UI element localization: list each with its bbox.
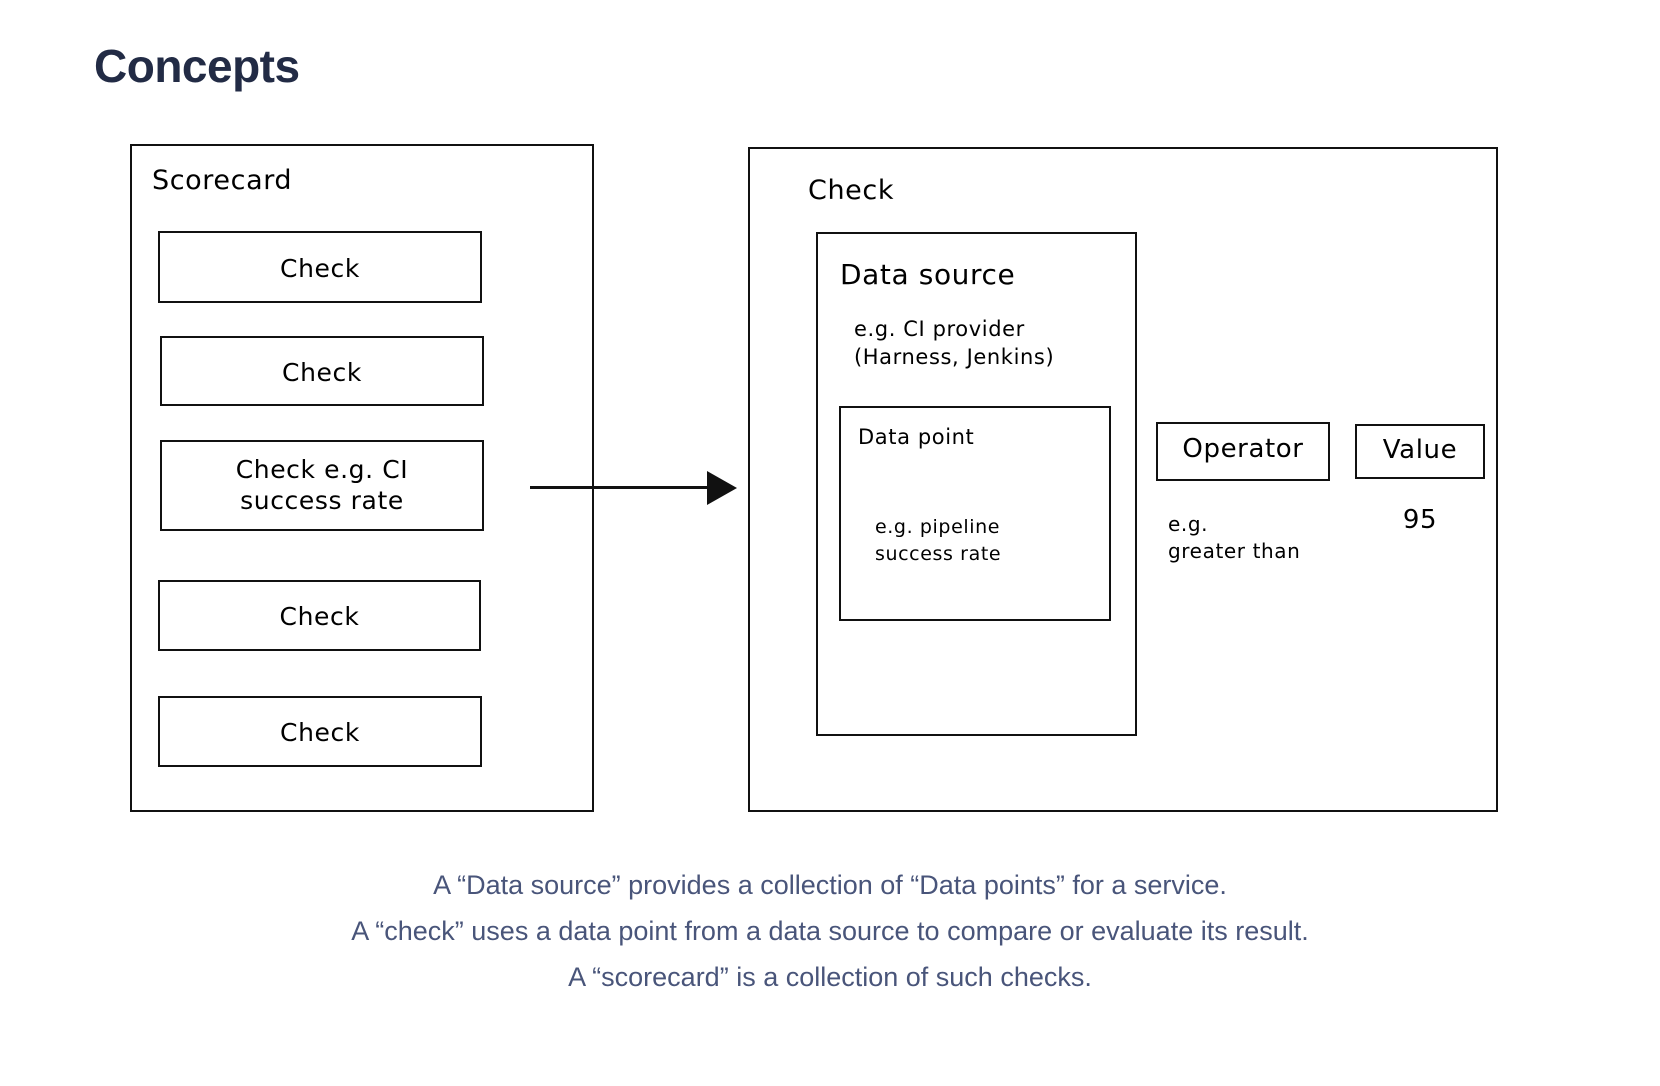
value-example: 95 [1402,505,1438,535]
page-title: Concepts [94,39,300,92]
operator-example: e.g. greater than [1168,512,1301,563]
check-item-label: Check e.g. CI success rate [235,455,409,516]
scorecard-check-item-1[interactable]: Check [158,231,482,303]
data-point-title: Data point [858,425,975,449]
arrow-right-icon [707,471,737,505]
check-item-label: Check [279,602,360,631]
scorecard-title: Scorecard [152,165,293,196]
value-label: Value [1382,435,1458,465]
scorecard-check-item-3[interactable]: Check e.g. CI success rate [160,440,484,531]
operator-label: Operator [1182,434,1304,464]
data-point-example: e.g. pipeline success rate [875,516,1002,565]
scorecard-check-item-2[interactable]: Check [160,336,484,406]
data-source-example: e.g. CI provider (Harness, Jenkins) [854,317,1055,370]
data-source-title: Data source [840,258,1016,291]
data-point-container [839,406,1111,621]
arrow-right-icon-line [530,486,720,489]
check-item-label: Check [280,254,360,283]
caption-line-2: A “check” uses a data point from a data … [351,916,1309,946]
check-item-label: Check [280,718,360,747]
scorecard-check-item-5[interactable]: Check [158,696,482,767]
value-container [1355,424,1485,479]
caption-line-1: A “Data source” provides a collection of… [433,870,1227,900]
check-detail-title: Check [808,175,895,206]
check-item-label: Check [282,358,362,387]
diagram-caption: A “Data source” provides a collection of… [0,862,1660,1000]
scorecard-check-item-4[interactable]: Check [158,580,481,651]
caption-line-3: A “scorecard” is a collection of such ch… [568,962,1092,992]
operator-container [1156,422,1330,481]
